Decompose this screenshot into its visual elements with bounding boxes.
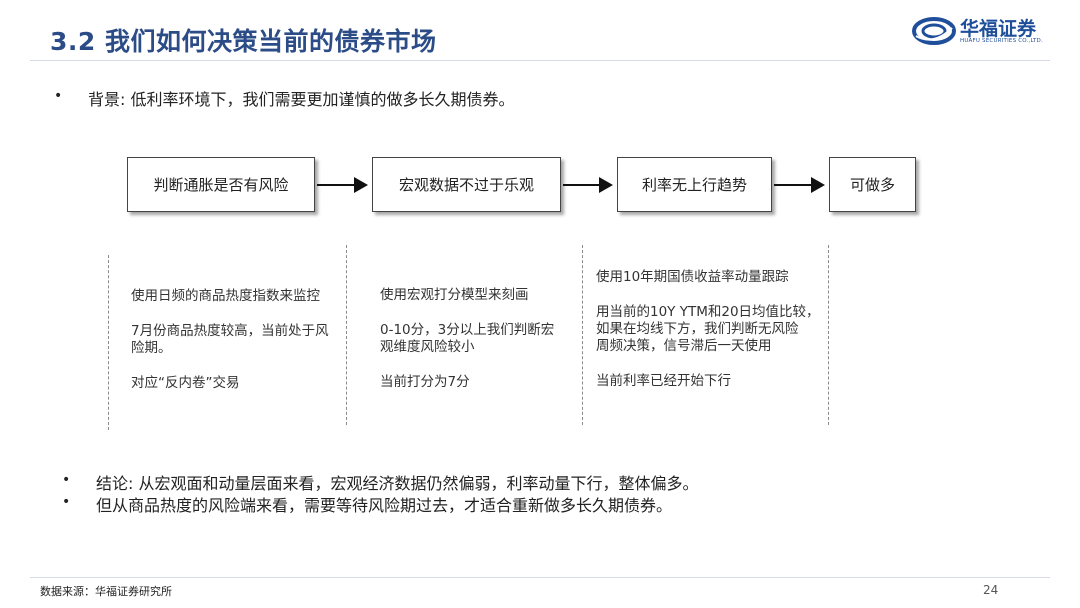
flow-step-rate-trend: 利率无上行趋势 [617, 157, 772, 212]
conclusion-bullet: • [62, 494, 71, 510]
column-divider [828, 245, 829, 425]
data-source: 数据来源：华福证券研究所 [40, 585, 172, 598]
col3-paragraph: 使用10年期国债收益率动量跟踪 [596, 269, 789, 285]
conclusion-bullet: • [62, 472, 71, 488]
column-divider [582, 245, 583, 425]
conclusion-text: 但从商品热度的风险端来看，需要等待风险期过去，才适合重新做多长久期债券。 [96, 496, 673, 515]
flow-step-inflation-risk: 判断通胀是否有风险 [127, 157, 315, 212]
col2-paragraph: 0-10分，3分以上我们判断宏观维度风险较小 [380, 322, 555, 355]
conclusion-text: 结论: 从宏观面和动量层面来看，宏观经济数据仍然偏弱，利率动量下行，整体偏多。 [96, 474, 699, 493]
col1-paragraph: 对应“反内卷”交易 [131, 375, 240, 391]
col1-paragraph: 使用日频的商品热度指数来监控 [131, 288, 320, 304]
column-rate-text: 使用10年期国债收益率动量跟踪 用当前的10Y YTM和20日均值比较，如果在均… [596, 269, 826, 390]
background-text: 背景: 低利率环境下，我们需要更加谨慎的做多长久期债券。 [88, 90, 515, 109]
logo-english-name: HUAFU SECURITIES CO.,LTD. [960, 38, 1043, 44]
col3-paragraph: 周频决策，信号滞后一天使用 [596, 338, 772, 354]
logo-chinese-name: 华福证券 [960, 18, 1037, 40]
page-title: 3.2 我们如何决策当前的债券市场 [50, 27, 437, 56]
background-bullet: • [54, 88, 63, 104]
page-number: 24 [983, 583, 999, 597]
flow-step-go-long: 可做多 [829, 157, 916, 212]
column-inflation-text: 使用日频的商品热度指数来监控 7月份商品热度较高，当前处于风险期。 对应“反内卷… [131, 288, 336, 392]
flow-step-macro-data: 宏观数据不过于乐观 [372, 157, 561, 212]
col3-paragraph: 用当前的10Y YTM和20日均值比较，如果在均线下方，我们判断无风险 [596, 304, 820, 337]
col2-paragraph: 使用宏观打分模型来刻画 [380, 287, 529, 303]
column-macro-text: 使用宏观打分模型来刻画 0-10分，3分以上我们判断宏观维度风险较小 当前打分为… [380, 287, 565, 391]
col1-paragraph: 7月份商品热度较高，当前处于风险期。 [131, 323, 329, 356]
company-logo: 华福证券 HUAFU SECURITIES CO.,LTD. [912, 14, 1043, 48]
column-divider [346, 245, 347, 425]
col3-paragraph: 当前利率已经开始下行 [596, 373, 731, 389]
huafu-logo-icon [912, 17, 956, 45]
column-divider [108, 255, 109, 430]
col2-paragraph: 当前打分为7分 [380, 374, 470, 390]
footer-divider [30, 577, 1050, 578]
header-divider [30, 60, 1050, 61]
